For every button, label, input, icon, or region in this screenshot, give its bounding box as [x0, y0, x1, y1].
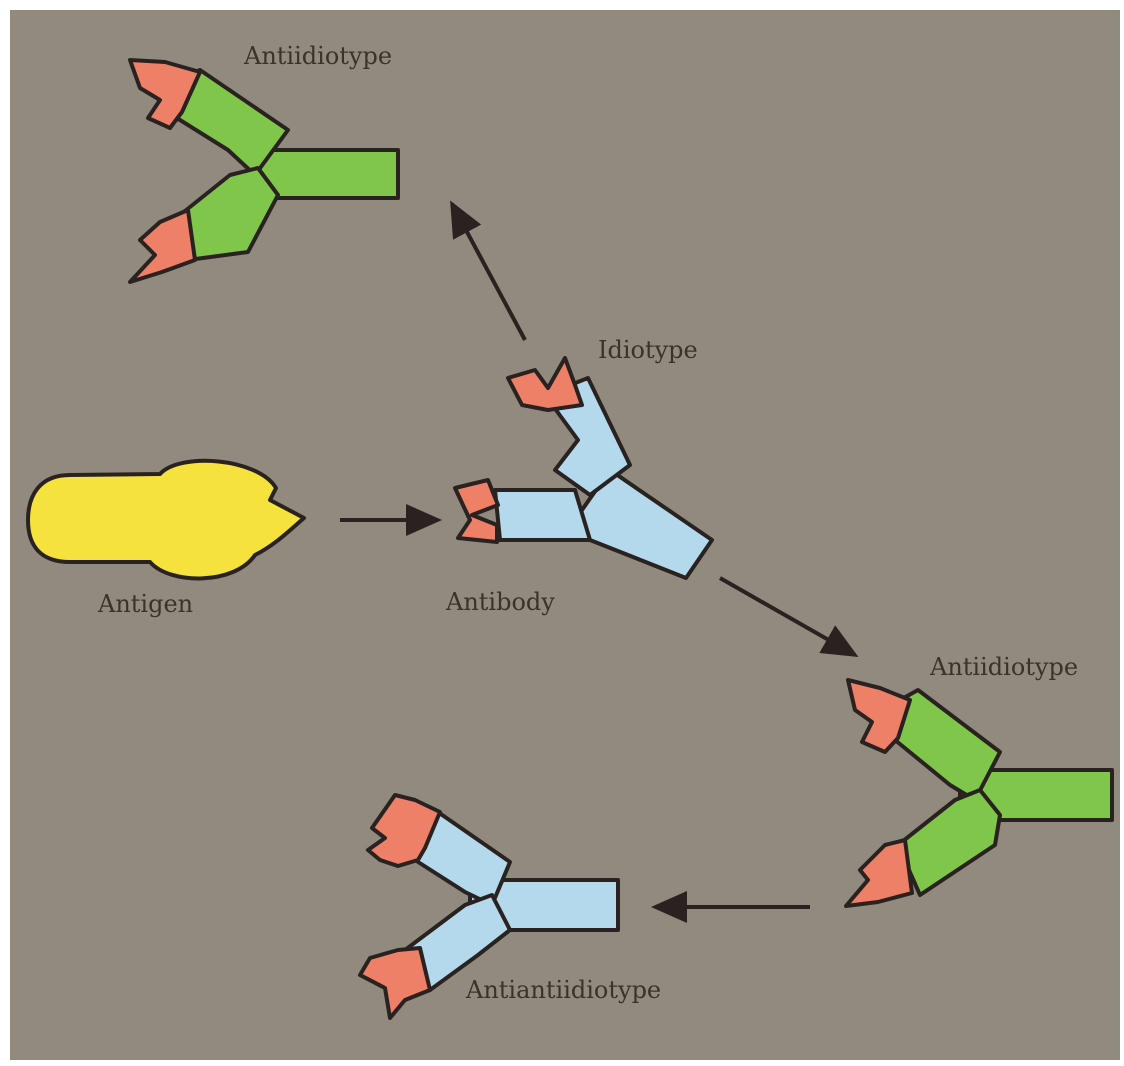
- label-antigen: Antigen: [98, 590, 193, 618]
- antiidiotype-top-shape: [130, 60, 398, 282]
- antibody-shape: [455, 358, 712, 578]
- arrow-antibody-to-antiidiotype-right: [720, 578, 855, 655]
- label-idiotype: Idiotype: [598, 336, 698, 364]
- label-antiidiotype-right: Antiidiotype: [930, 653, 1078, 681]
- label-antibody: Antibody: [446, 588, 555, 616]
- arrow-antibody-to-antiidiotype-top: [452, 204, 525, 340]
- label-antiantiidiotype: Antiantiidiotype: [466, 976, 661, 1004]
- antiidiotype-right-shape: [846, 680, 1112, 906]
- label-antiidiotype-top: Antiidiotype: [244, 42, 392, 70]
- antigen-shape: [28, 461, 304, 579]
